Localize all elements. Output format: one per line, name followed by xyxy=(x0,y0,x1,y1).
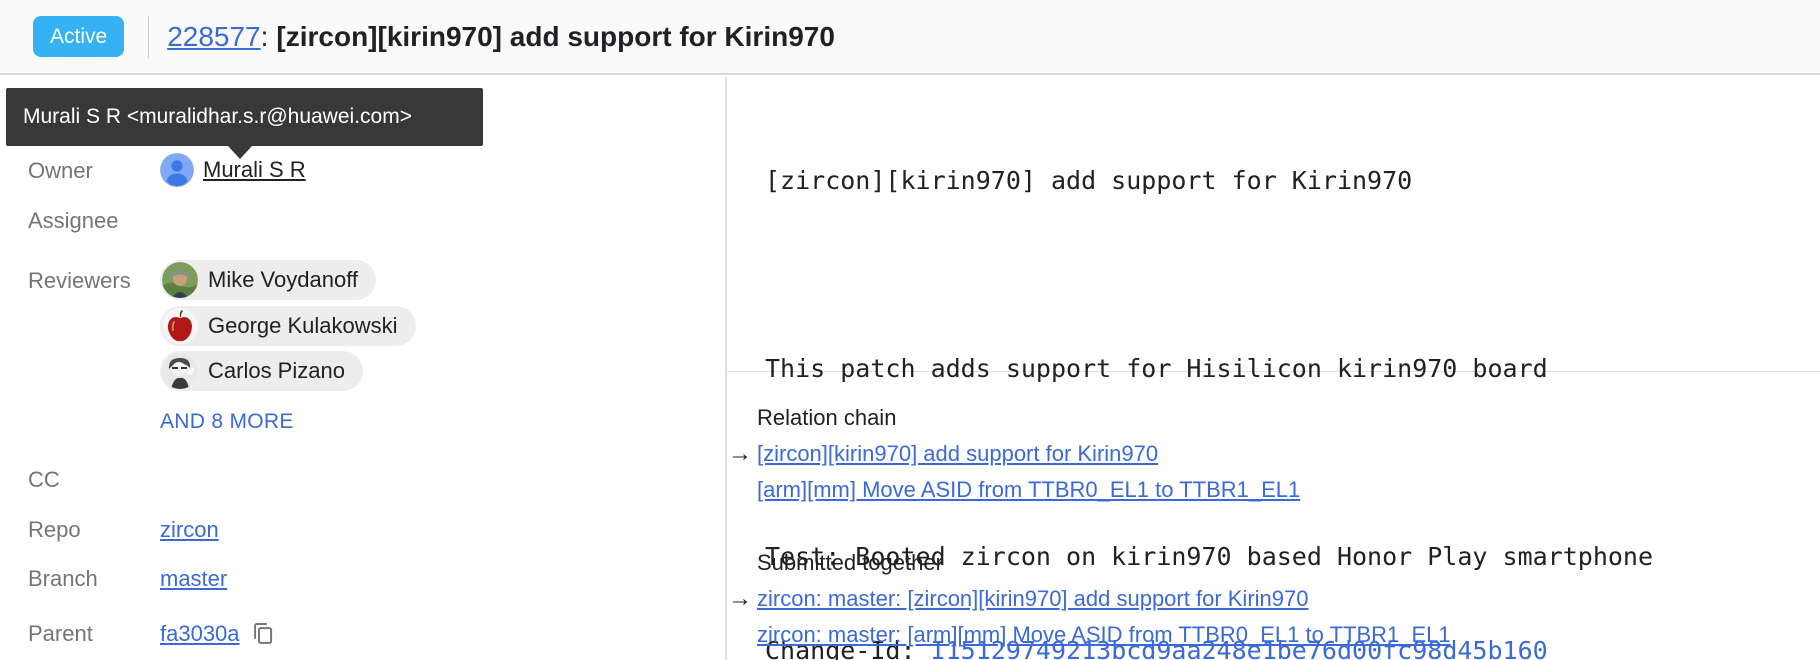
carlos-avatar xyxy=(162,353,198,389)
changeid-label: Change-Id: xyxy=(765,636,931,660)
submitted-together-section: Submitted together → zircon: master: [zi… xyxy=(728,545,1808,653)
parent-row: fa3030a xyxy=(160,621,276,647)
reviewer-chip[interactable]: Carlos Pizano xyxy=(160,351,363,391)
column-divider xyxy=(725,77,727,660)
owner-tooltip-caret xyxy=(228,146,252,159)
parent-link[interactable]: fa3030a xyxy=(160,621,240,646)
repo-label: Repo xyxy=(28,517,81,542)
relation-chain-row: [arm][mm] Move ASID from TTBR0_EL1 to TT… xyxy=(757,472,1808,508)
status-badge: Active xyxy=(33,16,125,57)
george-avatar xyxy=(162,308,198,344)
header-divider xyxy=(148,15,150,58)
branch-label: Branch xyxy=(28,566,98,591)
submitted-together-link[interactable]: zircon: master: [arm][mm] Move ASID from… xyxy=(757,622,1451,647)
owner-name-link[interactable]: Murali S R xyxy=(203,157,306,182)
owner-row: Murali S R xyxy=(160,153,306,187)
commit-blank-line xyxy=(765,257,1653,293)
relation-chain-link[interactable]: [zircon][kirin970] add support for Kirin… xyxy=(757,441,1159,466)
reviewer-chip[interactable]: Mike Voydanoff xyxy=(160,260,377,300)
commit-test-line: Test: Booted zircon on kirin970 based Ho… xyxy=(765,542,1654,571)
assignee-label: Assignee xyxy=(28,208,119,233)
changeid-link[interactable]: I15129749213bcd9aa248e1be76d00fc98d45b16… xyxy=(930,636,1548,660)
commit-changeid-line: Change-Id: I15129749213bcd9aa248e1be76d0… xyxy=(765,633,1653,660)
section-divider xyxy=(727,371,1820,372)
commit-title-line: [zircon][kirin970] add support for Kirin… xyxy=(765,166,1413,195)
change-header: Active 228577 : [zircon][kirin970] add s… xyxy=(0,0,1820,75)
mike-avatar xyxy=(162,262,198,298)
submitted-together-row: → zircon: master: [zircon][kirin970] add… xyxy=(728,581,1808,617)
reviewer-name: Carlos Pizano xyxy=(208,358,345,383)
commit-message: [zircon][kirin970] add support for Kirin… xyxy=(765,105,1653,660)
cc-label: CC xyxy=(28,467,60,492)
owner-tooltip: Murali S R <muralidhar.s.r@huawei.com> xyxy=(6,88,483,146)
repo-link[interactable]: zircon xyxy=(160,517,219,542)
owner-tooltip-text: Murali S R <muralidhar.s.r@huawei.com> xyxy=(23,105,412,128)
reviewer-chip[interactable]: George Kulakowski xyxy=(160,306,416,346)
show-more-reviewers-link[interactable]: AND 8 MORE xyxy=(160,410,294,433)
page-title: [zircon][kirin970] add support for Kirin… xyxy=(276,20,835,52)
relation-chain-section: Relation chain → [zircon][kirin970] add … xyxy=(728,400,1808,508)
reviewer-name: George Kulakowski xyxy=(208,313,398,338)
submitted-together-link[interactable]: zircon: master: [zircon][kirin970] add s… xyxy=(757,586,1309,611)
current-change-arrow-icon: → xyxy=(728,440,752,467)
reviewer-name: Mike Voydanoff xyxy=(208,267,359,292)
copy-icon[interactable] xyxy=(250,621,276,647)
submitted-together-row: zircon: master: [arm][mm] Move ASID from… xyxy=(757,617,1808,653)
header-colon: : xyxy=(260,20,269,52)
owner-label: Owner xyxy=(28,158,93,183)
relation-chain-row: → [zircon][kirin970] add support for Kir… xyxy=(728,436,1808,472)
commit-body-line: This patch adds support for Hisilicon ki… xyxy=(765,354,1548,383)
submitted-together-heading: Submitted together xyxy=(757,550,943,575)
change-number-link[interactable]: 228577 xyxy=(167,20,261,52)
relation-chain-link[interactable]: [arm][mm] Move ASID from TTBR0_EL1 to TT… xyxy=(757,477,1301,502)
relation-chain-heading: Relation chain xyxy=(757,405,897,430)
reviewers-label: Reviewers xyxy=(28,268,131,293)
current-change-arrow-icon: → xyxy=(728,585,752,612)
owner-avatar-icon xyxy=(160,153,194,187)
parent-label: Parent xyxy=(28,621,93,646)
branch-link[interactable]: master xyxy=(160,566,228,591)
